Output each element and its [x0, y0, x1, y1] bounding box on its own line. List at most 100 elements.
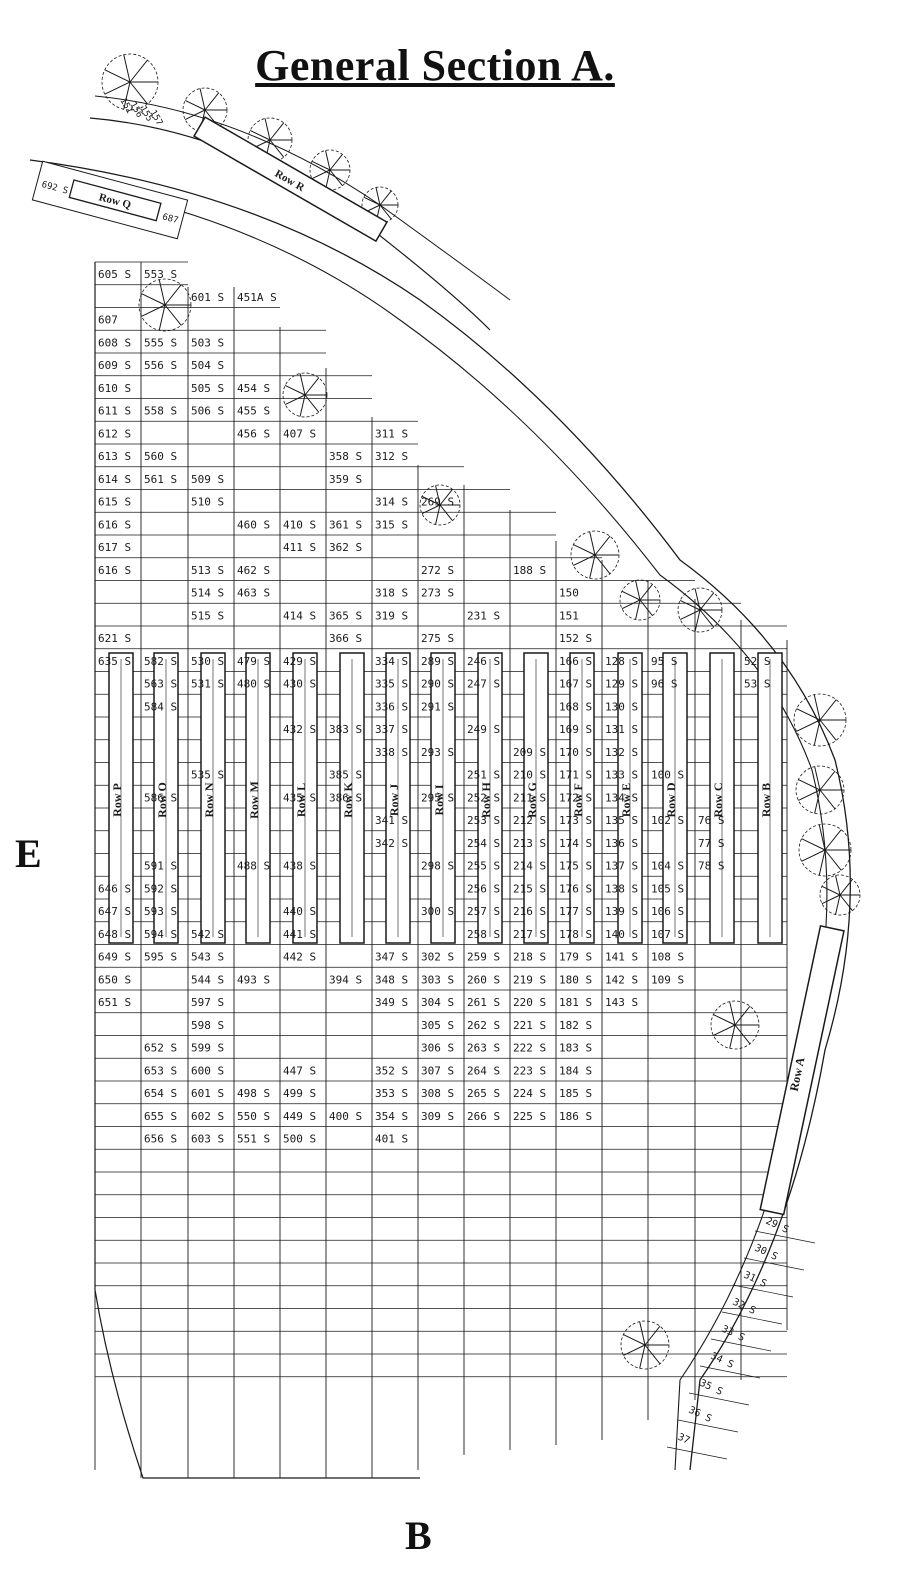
row-label: Row H — [479, 782, 493, 818]
plot-number: 293 S — [421, 746, 454, 759]
tree-branch — [814, 766, 821, 791]
plot-number: 225 S — [513, 1110, 546, 1123]
tree-branch — [379, 204, 392, 220]
plot-number: 359 S — [329, 473, 362, 486]
plot-number: 442 S — [283, 951, 316, 964]
grid-line-h — [710, 1338, 772, 1352]
plot-number: 249 S — [467, 723, 500, 736]
row-label: Row J — [387, 784, 401, 816]
plot-number: 253 S — [467, 814, 500, 827]
plot-number: 166 S — [559, 655, 592, 668]
plot-number: 365 S — [329, 609, 362, 622]
plot-number: 509 S — [191, 473, 224, 486]
road-edge-top-2 — [94, 95, 511, 301]
tree-branch — [821, 885, 841, 896]
plot-number: 76 S — [698, 814, 725, 827]
plot-number: 544 S — [191, 973, 224, 986]
plot-number: 651 S — [98, 996, 131, 1009]
row-label: Row G — [525, 782, 539, 818]
plot-number: 449 S — [283, 1110, 316, 1123]
plot-number: 609 S — [98, 359, 131, 372]
plot-number: 185 S — [559, 1087, 592, 1100]
plot-number: 352 S — [375, 1064, 408, 1077]
tree-crown — [138, 278, 192, 332]
plot-number: 210 S — [513, 769, 546, 782]
plot-number: 215 S — [513, 882, 546, 895]
tree-branch — [699, 592, 715, 611]
plot-number: 275 S — [421, 632, 454, 645]
plot-number: 173 S — [559, 814, 592, 827]
plot-number: 493 S — [237, 973, 270, 986]
tree-branch — [299, 394, 306, 417]
plot-number: 595 S — [144, 951, 177, 964]
plot-number: 219 S — [513, 973, 546, 986]
tree-icon — [570, 530, 620, 580]
tree-branch — [713, 1014, 736, 1026]
plot-number: 608 S — [98, 336, 131, 349]
tree-branch — [104, 81, 131, 95]
tree-branch — [621, 590, 641, 601]
tree-branch — [821, 894, 841, 905]
tree-branch — [734, 1005, 751, 1026]
plot-number: 306 S — [421, 1042, 454, 1055]
plot-number: 592 S — [144, 882, 177, 895]
plot-number: 649 S — [98, 951, 131, 964]
tree-branch — [589, 554, 596, 579]
plot-number: 615 S — [98, 496, 131, 509]
tree-branch — [644, 1344, 661, 1365]
plot-number: 438 S — [283, 860, 316, 873]
plot-number: 139 S — [605, 905, 638, 918]
tree-branch — [379, 190, 392, 206]
plot-number: 614 S — [98, 473, 131, 486]
plot-number: 246 S — [467, 655, 500, 668]
plot-number: 186 S — [559, 1110, 592, 1123]
plot-number: 394 S — [329, 973, 362, 986]
plot-number: 218 S — [513, 951, 546, 964]
plot-number: 531 S — [191, 678, 224, 691]
plot-number: 314 S — [375, 496, 408, 509]
plot-number: 441 S — [283, 928, 316, 941]
row-a: Row A — [759, 925, 845, 1216]
row-label: Row E — [619, 783, 633, 817]
tree-branch — [284, 385, 306, 396]
plot-number: 338 S — [375, 746, 408, 759]
plot-number: 307 S — [421, 1064, 454, 1077]
plot-number: 463 S — [237, 587, 270, 600]
plot-number: 265 S — [467, 1087, 500, 1100]
plot-number: 175 S — [559, 860, 592, 873]
plot-number: 362 S — [329, 541, 362, 554]
plot-number: 259 S — [467, 951, 500, 964]
plot-number: 172 S — [559, 791, 592, 804]
plot-number: 37 — [676, 1432, 692, 1447]
tree-icon — [819, 874, 861, 916]
plot-number: 385 S — [329, 769, 362, 782]
tree-branch — [814, 789, 821, 814]
row-label: Row L — [294, 783, 308, 817]
tree-crown — [819, 874, 861, 916]
plot-number: 52 S — [744, 655, 771, 668]
tree-crown — [793, 693, 847, 747]
plot-number: 141 S — [605, 951, 638, 964]
grid-line-h — [743, 1257, 805, 1271]
plot-number: 152 S — [559, 632, 592, 645]
tree-branch — [304, 377, 320, 396]
tree-branch — [325, 150, 331, 171]
tree-branch — [264, 118, 271, 141]
tree-branch — [818, 849, 826, 876]
plot-number: 447 S — [283, 1064, 316, 1077]
tree-crown — [677, 587, 723, 633]
tree-branch — [375, 187, 381, 206]
plot-number: 272 S — [421, 564, 454, 577]
tree-branch — [158, 279, 166, 306]
plot-number: 655 S — [144, 1110, 177, 1123]
plot-number: 543 S — [191, 951, 224, 964]
plot-number: 593 S — [144, 905, 177, 918]
plot-number: 560 S — [144, 450, 177, 463]
tree-branch — [679, 609, 701, 620]
tree-icon — [793, 693, 847, 747]
plot-number: 142 S — [605, 973, 638, 986]
tree-branch — [639, 584, 653, 601]
